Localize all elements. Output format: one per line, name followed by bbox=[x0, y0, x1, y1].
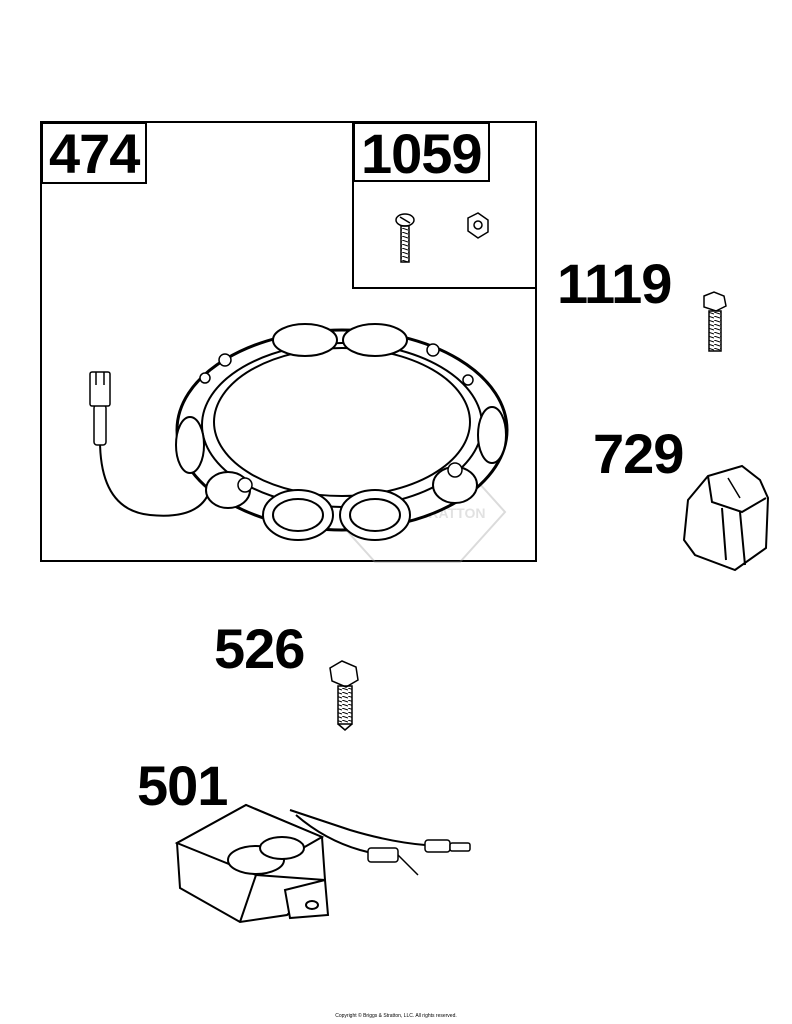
stator-kit-box bbox=[40, 121, 537, 562]
callout-526: 526 bbox=[214, 617, 305, 680]
kit-screw bbox=[395, 213, 415, 263]
screw-526 bbox=[329, 660, 359, 731]
callout-1119: 1119 bbox=[557, 252, 672, 315]
callout-501: 501 bbox=[137, 754, 228, 817]
armature-501 bbox=[174, 803, 471, 924]
callout-1059: 1059 bbox=[353, 122, 490, 182]
callout-474: 474 bbox=[41, 122, 148, 184]
stator-illustration bbox=[89, 323, 509, 541]
kit-nut bbox=[467, 212, 489, 239]
copyright-notice: Copyright © Briggs & Stratton, LLC. All … bbox=[335, 1013, 457, 1019]
callout-729: 729 bbox=[593, 422, 684, 485]
bolt-1119 bbox=[703, 291, 727, 352]
clip-729 bbox=[682, 464, 770, 572]
